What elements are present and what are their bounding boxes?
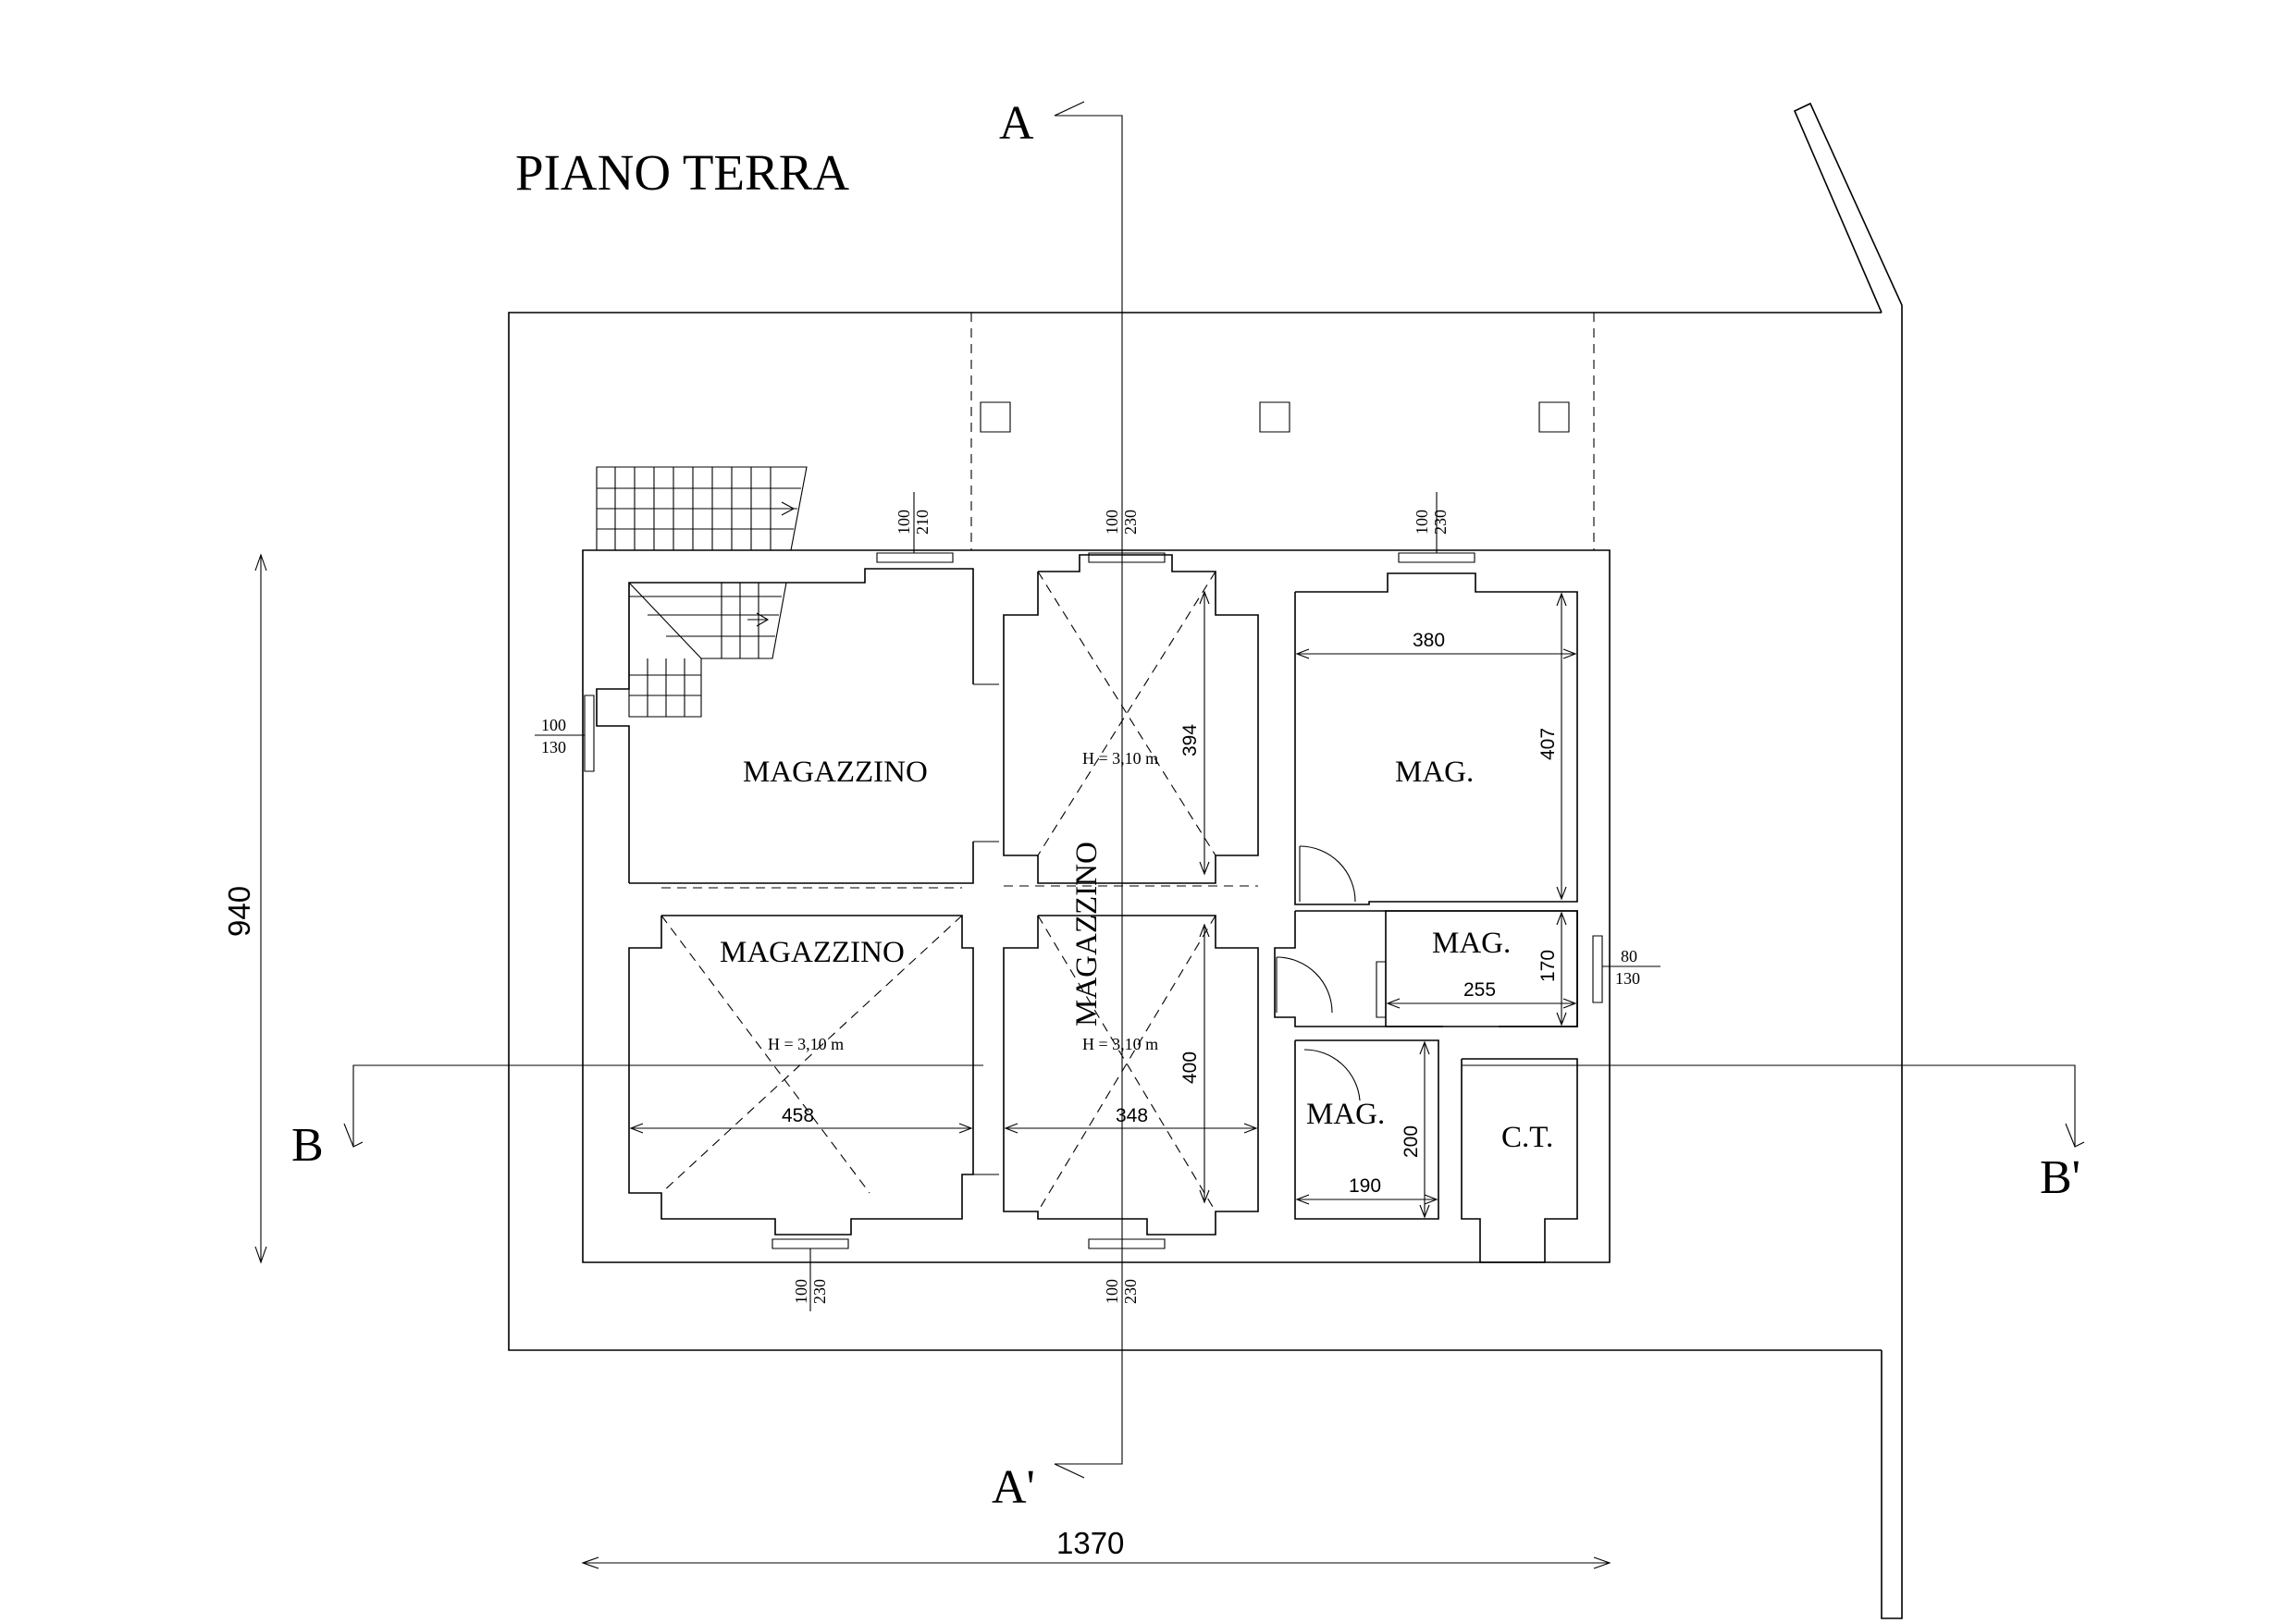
- plan-title: PIANO TERRA: [515, 144, 849, 201]
- opening-top-1-w: 100: [895, 510, 913, 535]
- internal-stair: [629, 583, 786, 717]
- room-label-magazzino-3: MAGAZZINO: [1070, 842, 1104, 1027]
- room-mag-bottom: [1295, 1040, 1438, 1219]
- opening-bottom-2-h: 230: [1121, 1279, 1140, 1304]
- dim-458: 458: [782, 1105, 814, 1126]
- section-line-bb: [344, 1065, 2084, 1147]
- section-label-b-prime: B': [2040, 1151, 2080, 1204]
- opening-top-2-h: 230: [1121, 510, 1140, 535]
- external-stair: [597, 467, 807, 550]
- section-label-a-prime: A': [992, 1461, 1035, 1514]
- dim-1370: 1370: [1056, 1526, 1124, 1560]
- section-line-aa: [1055, 102, 1122, 1478]
- section-label-b: B: [291, 1119, 324, 1172]
- opening-right-h: 130: [1615, 969, 1640, 988]
- ceiling-height-2: H = 3,10 m: [1082, 749, 1158, 768]
- dim-407: 407: [1537, 728, 1559, 760]
- site-outline: [509, 104, 1902, 1618]
- opening-top-3-h: 230: [1431, 510, 1450, 535]
- ceiling-height-1: H = 3,10 m: [768, 1035, 844, 1053]
- room-mag-large: [1295, 573, 1577, 904]
- dim-200: 200: [1401, 1125, 1422, 1158]
- room-label-mag-1: MAG.: [1395, 756, 1474, 789]
- dim-394: 394: [1179, 724, 1201, 756]
- room-label-magazzino-1: MAGAZZINO: [743, 756, 928, 789]
- ceiling-height-3: H = 3,10 m: [1082, 1035, 1158, 1053]
- corridor: [1275, 911, 1577, 1027]
- opening-left-w: 100: [541, 716, 566, 734]
- room-magazzino-center-top: [1004, 555, 1258, 886]
- interior-dimensions: 458 348 394 400 380 407 255 170 190: [631, 592, 1575, 1217]
- room-label-magazzino-2: MAGAZZINO: [720, 936, 905, 969]
- opening-top-3-w: 100: [1413, 510, 1431, 535]
- room-label-mag-3: MAG.: [1306, 1098, 1385, 1131]
- portico: [971, 313, 1594, 550]
- section-label-a: A: [999, 97, 1034, 150]
- room-ct: [1462, 1059, 1577, 1262]
- opening-right-w: 80: [1621, 947, 1637, 965]
- opening-top-2-w: 100: [1103, 510, 1121, 535]
- building-outline: [583, 550, 1610, 1262]
- overall-dimensions: 940 1370: [222, 555, 1610, 1568]
- dim-170: 170: [1537, 950, 1559, 982]
- room-mag-small-right: [1376, 911, 1577, 1027]
- opening-bottom-1-h: 230: [810, 1279, 829, 1304]
- dim-190: 190: [1349, 1175, 1381, 1197]
- room-magazzino-top-left: [597, 569, 999, 883]
- opening-top-1-h: 210: [913, 510, 932, 535]
- room-magazzino-center-bottom: [1004, 916, 1258, 1235]
- opening-bottom-1-w: 100: [792, 1279, 810, 1304]
- opening-left-h: 130: [541, 738, 566, 756]
- opening-bottom-2-w: 100: [1103, 1279, 1121, 1304]
- room-magazzino-bottom-left: [629, 888, 999, 1235]
- dim-940: 940: [222, 886, 256, 937]
- opening-notes: 100 210 100 230 100 230 100 130 80 130 1…: [535, 492, 1660, 1311]
- room-label-mag-2: MAG.: [1432, 927, 1511, 960]
- dim-348: 348: [1116, 1105, 1148, 1126]
- room-label-ct: C.T.: [1501, 1121, 1553, 1154]
- dim-255: 255: [1463, 979, 1496, 1001]
- dim-400: 400: [1179, 1051, 1201, 1084]
- dim-380: 380: [1413, 630, 1445, 651]
